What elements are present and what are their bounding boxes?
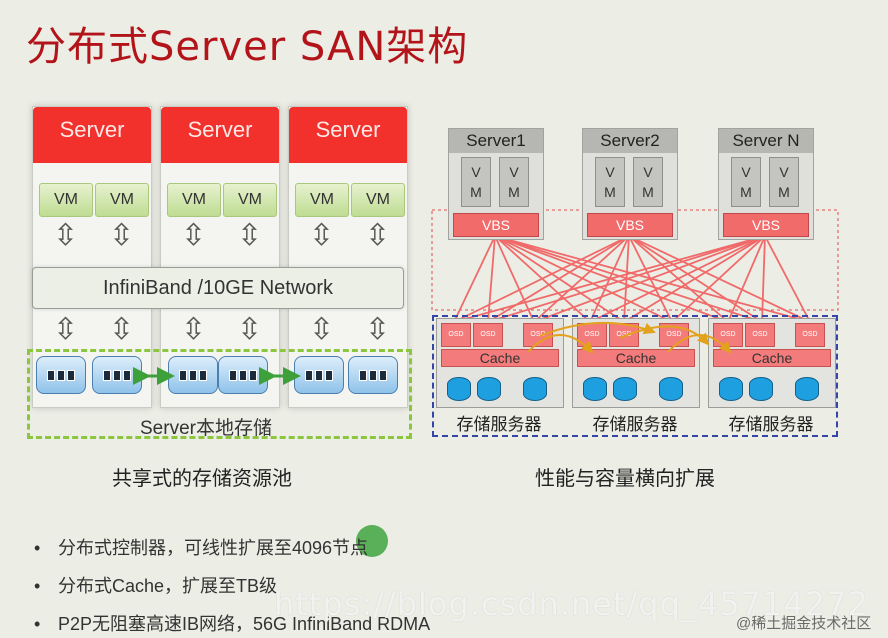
server-header: Server <box>289 107 407 163</box>
disk-icon <box>477 377 501 401</box>
storage-server-label: 存储服务器 <box>456 415 542 434</box>
server-header: Server <box>33 107 151 163</box>
disk-icon <box>613 377 637 401</box>
right-server: Server N V M V M VBS <box>718 128 814 240</box>
storage-label: Server本地存储 <box>140 418 272 439</box>
osd-box: OSD <box>441 323 471 347</box>
disk-icon <box>795 377 819 401</box>
vm-box: V M <box>595 157 625 207</box>
osd-box: OSD <box>745 323 775 347</box>
bullet-item: • 分布式控制器，可线性扩展至4096节点 <box>34 534 368 560</box>
cache-bar: Cache <box>441 349 559 367</box>
server-column: Server VM VM ⇳ ⇳ ⇳ ⇳ <box>32 106 152 408</box>
vm-box: VM <box>39 183 93 217</box>
sync-arrow <box>619 325 710 346</box>
disk-icon <box>749 377 773 401</box>
disk-icon <box>719 377 743 401</box>
storage-pool-frame <box>27 349 412 439</box>
bullet-dot-icon: • <box>34 614 41 634</box>
bullet-dot-icon: • <box>34 576 41 596</box>
disk-icon <box>523 377 547 401</box>
page-title: 分布式Server SAN架构 <box>26 24 469 70</box>
vm-box: V M <box>461 157 491 207</box>
updown-arrow-icon: ⇳ <box>237 219 263 252</box>
updown-arrow-icon: ⇳ <box>53 313 79 346</box>
vbs-frame <box>431 209 839 311</box>
vm-box: V M <box>731 157 761 207</box>
updown-arrow-icon: ⇳ <box>53 219 79 252</box>
right-server-title: Server2 <box>583 129 677 153</box>
storage-server: OSD OSD OSD Cache <box>572 318 700 408</box>
vm-box: VM <box>295 183 349 217</box>
disk-icon <box>92 356 142 394</box>
osd-box: OSD <box>473 323 503 347</box>
storage-server: OSD OSD OSD Cache <box>436 318 564 408</box>
updown-arrow-icon: ⇳ <box>181 219 207 252</box>
disk-icon <box>348 356 398 394</box>
updown-arrow-icon: ⇳ <box>109 313 135 346</box>
pointer-highlight <box>356 525 388 557</box>
disk-icon <box>294 356 344 394</box>
vm-box: V M <box>633 157 663 207</box>
right-server: Server1 V M V M VBS <box>448 128 544 240</box>
vm-box: V M <box>499 157 529 207</box>
right-caption: 性能与容量横向扩展 <box>535 468 715 490</box>
right-server-title: Server N <box>719 129 813 153</box>
osd-box: OSD <box>795 323 825 347</box>
disk-icon <box>583 377 607 401</box>
storage-server-label: 存储服务器 <box>728 415 814 434</box>
sync-arrow <box>527 334 594 354</box>
storage-servers-frame <box>432 315 838 437</box>
sync-arrow <box>539 321 656 337</box>
cache-bar: Cache <box>713 349 831 367</box>
vbs-box: VBS <box>723 213 809 237</box>
left-caption: 共享式的存储资源池 <box>112 468 292 490</box>
vm-box: VM <box>223 183 277 217</box>
server-header: Server <box>161 107 279 163</box>
sync-arrow <box>667 334 732 354</box>
watermark-url: https://blog.csdn.net/qq_45714272 <box>274 585 869 623</box>
updown-arrow-icon: ⇳ <box>365 313 391 346</box>
updown-arrow-icon: ⇳ <box>237 313 263 346</box>
updown-arrow-icon: ⇳ <box>181 313 207 346</box>
right-server: Server2 V M V M VBS <box>582 128 678 240</box>
disk-icon <box>36 356 86 394</box>
bullet-text: P2P无阻塞高速IB网络，56G InfiniBand RDMA <box>58 614 431 634</box>
updown-arrow-icon: ⇳ <box>109 219 135 252</box>
bullet-item: • P2P无阻塞高速IB网络，56G InfiniBand RDMA <box>34 610 430 636</box>
storage-server: OSD OSD OSD Cache <box>708 318 836 408</box>
vm-box: VM <box>351 183 405 217</box>
updown-arrow-icon: ⇳ <box>365 219 391 252</box>
cache-bar: Cache <box>577 349 695 367</box>
vm-box: V M <box>769 157 799 207</box>
bullet-text: 分布式控制器，可线性扩展至4096节点 <box>58 538 369 558</box>
vbs-box: VBS <box>453 213 539 237</box>
disk-icon <box>447 377 471 401</box>
storage-server-label: 存储服务器 <box>592 415 678 434</box>
updown-arrow-icon: ⇳ <box>309 313 335 346</box>
bullet-text: 分布式Cache，扩展至TB级 <box>58 576 278 596</box>
disk-icon <box>659 377 683 401</box>
network-bar: InfiniBand /10GE Network <box>32 267 404 309</box>
vm-box: VM <box>167 183 221 217</box>
right-server-title: Server1 <box>449 129 543 153</box>
disk-icon <box>168 356 218 394</box>
bullet-item: • 分布式Cache，扩展至TB级 <box>34 572 277 598</box>
watermark-brand: @稀土掘金技术社区 <box>736 615 872 632</box>
vbs-box: VBS <box>587 213 673 237</box>
bullet-dot-icon: • <box>34 538 41 558</box>
updown-arrow-icon: ⇳ <box>309 219 335 252</box>
vm-box: VM <box>95 183 149 217</box>
vbs-osd-lines <box>453 235 811 323</box>
